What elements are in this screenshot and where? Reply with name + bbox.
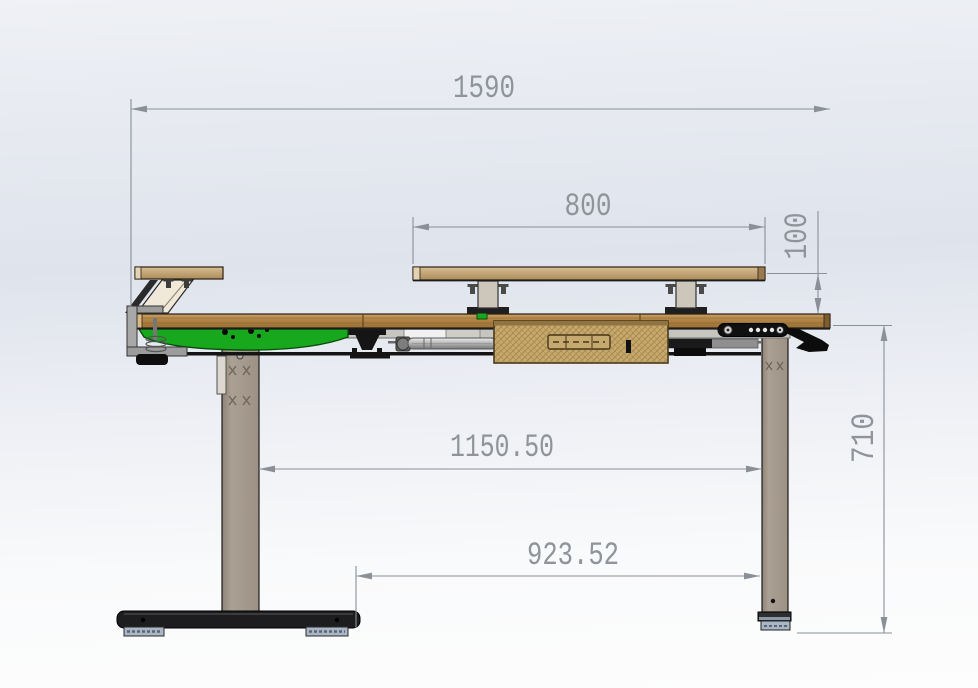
arrow-800-right <box>749 223 765 231</box>
shelf-base-left <box>467 307 509 314</box>
dimension-shelf-height[interactable]: 100 <box>767 211 827 314</box>
arrow-100-up <box>814 274 822 290</box>
shelf-right-cap <box>757 266 766 281</box>
actuator-cylinder <box>395 336 497 352</box>
left-leg-cutouts <box>228 365 251 406</box>
controller-end-dot <box>778 328 782 332</box>
right-foot-band <box>759 617 790 620</box>
side-shelf-cap <box>134 266 142 280</box>
side-shelf-board <box>134 266 224 280</box>
arrow-923-right <box>744 572 760 580</box>
monitor-shelf[interactable] <box>412 266 766 314</box>
dimension-desk-height[interactable]: 710 <box>797 324 892 634</box>
shelf-strut-back <box>125 280 158 313</box>
left-leg-body <box>221 337 260 615</box>
left-leg-plate <box>216 355 227 395</box>
shelf-column-screws <box>467 284 707 294</box>
dimension-foot-span[interactable]: 923.52 <box>355 537 760 628</box>
arrow-710-down <box>880 617 888 633</box>
shelf-column-left <box>477 280 499 309</box>
right-leg-body <box>761 334 789 613</box>
desktop-right-cap <box>823 313 831 329</box>
arrow-1590-left <box>131 105 147 113</box>
dimension-1150-value[interactable]: 1150.50 <box>450 429 554 466</box>
shelf-base-right <box>665 307 707 314</box>
frame-lower-rail <box>155 352 761 356</box>
arrow-710-up <box>880 325 888 341</box>
arrow-1150-right <box>746 465 762 473</box>
right-leg-pin <box>770 598 776 604</box>
arrow-800-left <box>413 223 429 231</box>
basket-rim <box>494 321 668 326</box>
dimension-leg-span[interactable]: 1150.50 <box>259 429 762 473</box>
dimension-800-value[interactable]: 800 <box>565 188 612 225</box>
clamp-knob <box>136 354 168 365</box>
motor-bracket <box>348 328 390 359</box>
shelf-board <box>412 266 766 281</box>
controller-buttons <box>748 327 775 333</box>
dimension-923-value[interactable]: 923.52 <box>527 537 619 574</box>
clamp-on-side-shelf[interactable] <box>125 266 224 365</box>
arrow-100-down <box>814 298 822 314</box>
right-gearbox <box>668 339 712 348</box>
green-mount-plate[interactable] <box>135 325 349 351</box>
foot-bolt-left <box>140 617 146 623</box>
left-foot[interactable] <box>116 610 361 637</box>
side-shelf-screws <box>163 279 192 288</box>
right-leg-column[interactable] <box>757 334 792 631</box>
arrow-1150-left <box>259 465 275 473</box>
desk-controller[interactable] <box>717 323 789 337</box>
green-plate-holes <box>222 328 269 339</box>
drawer-basket[interactable] <box>493 320 669 364</box>
controller-dial-center <box>726 328 730 332</box>
dimension-shelf-width[interactable]: 800 <box>412 188 766 264</box>
basket-slot <box>626 340 631 353</box>
right-leg-cutouts <box>765 361 784 371</box>
dimension-1590-value[interactable]: 1590 <box>453 70 515 107</box>
shelf-column-right <box>675 280 697 309</box>
foot-bolt-right <box>334 617 340 623</box>
left-leg-column[interactable] <box>216 337 260 615</box>
shelf-left-cap <box>412 266 421 281</box>
arrow-1590-right <box>814 105 830 113</box>
desk-clamp <box>126 305 188 365</box>
shelf-strut-line <box>159 280 187 313</box>
green-plate-body <box>135 325 349 351</box>
left-foot-bar <box>116 610 361 629</box>
right-gearbox-lower <box>674 348 706 356</box>
headphone-hook[interactable] <box>786 328 829 352</box>
dimension-710-value[interactable]: 710 <box>846 413 883 463</box>
dimension-total-width[interactable]: 1590 <box>130 70 830 307</box>
dimension-100-value[interactable]: 100 <box>779 213 816 260</box>
arrow-923-left <box>356 572 372 580</box>
